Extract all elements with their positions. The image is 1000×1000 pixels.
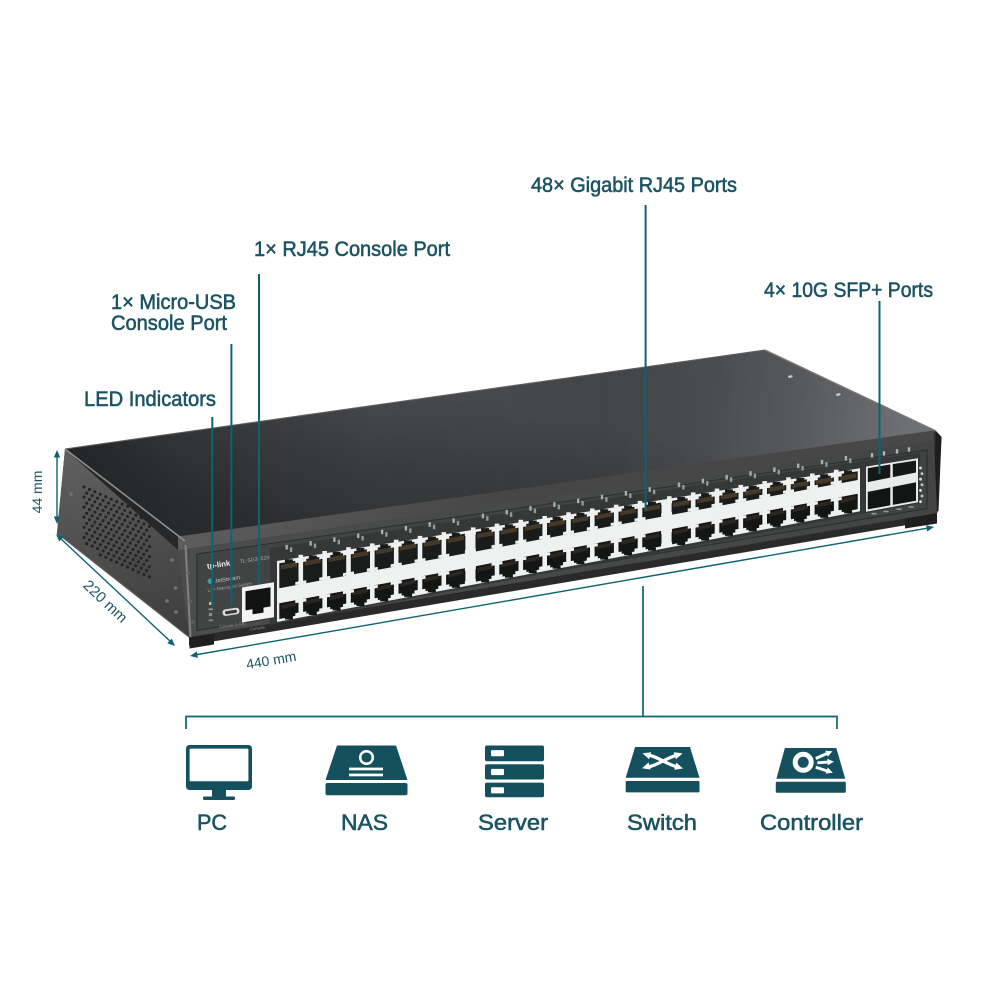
svg-text:NAS: NAS	[341, 810, 388, 835]
svg-text:TL-SG3452X: TL-SG3452X	[239, 555, 270, 565]
svg-text:44 mm: 44 mm	[29, 471, 45, 514]
svg-text:Console (USB): Console (USB)	[219, 620, 247, 629]
svg-text:1× Micro-USB: 1× Micro-USB	[111, 290, 236, 314]
svg-text:Console Port: Console Port	[111, 311, 227, 335]
svg-text:1× RJ45 Console Port: 1× RJ45 Console Port	[254, 237, 450, 261]
svg-text:440 mm: 440 mm	[245, 648, 298, 672]
svg-text:Server: Server	[478, 810, 548, 835]
svg-text:JetStream: JetStream	[214, 575, 240, 585]
svg-text:Controller: Controller	[760, 810, 863, 835]
svg-text:4× 10G SFP+ Ports: 4× 10G SFP+ Ports	[764, 278, 933, 302]
svg-text:Switch: Switch	[627, 810, 697, 835]
svg-text:48× Gigabit RJ45 Ports: 48× Gigabit RJ45 Ports	[531, 173, 737, 197]
svg-text:PC: PC	[197, 810, 227, 835]
svg-text:LED Indicators: LED Indicators	[84, 387, 216, 411]
svg-text:Console: Console	[250, 624, 266, 631]
